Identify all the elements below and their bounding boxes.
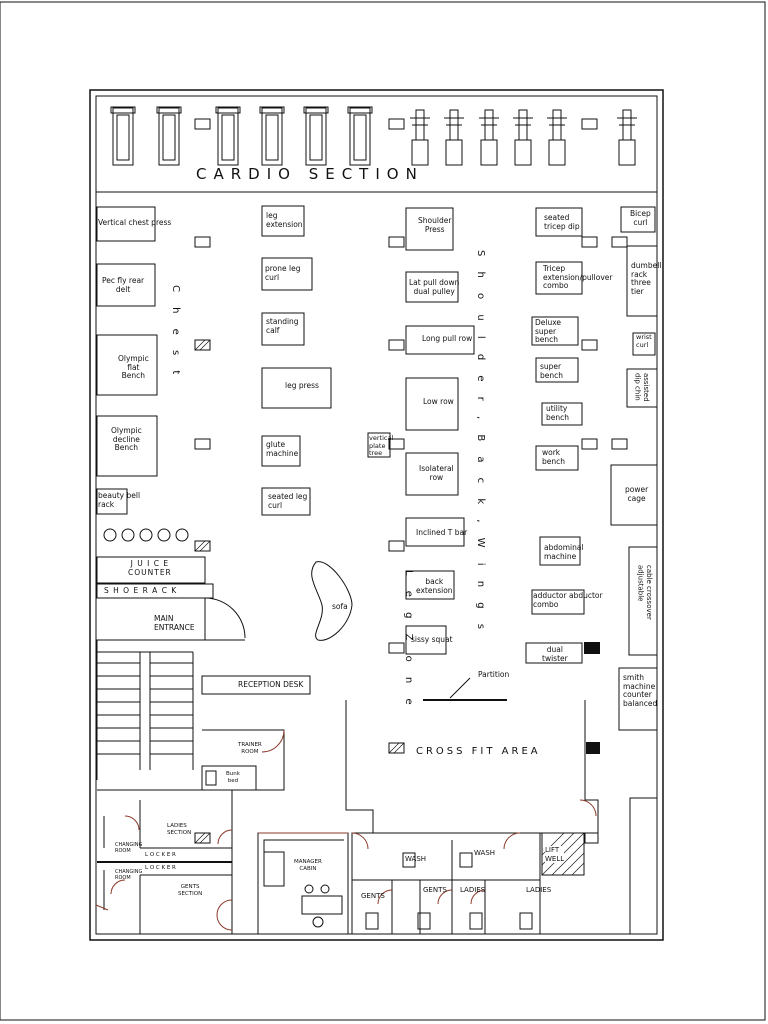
elliptical-1 [410,109,430,166]
elliptical-3 [479,109,499,166]
adductor-abductor-combo: adductor abductor combo [533,591,603,609]
manager-cabin: MANAGER CABIN [294,859,322,872]
shoulder-back-wings-label: S h o u l d e r , B a c k , W i n g s [475,250,486,635]
treadmill-4 [259,106,285,166]
treadmill-6 [347,106,373,166]
leg-zone-label: L e g Z o n e [403,570,414,711]
bunk-bed: Bunk bed [226,771,240,784]
elliptical-2 [444,109,464,166]
lat-pull-down: Lat pull down dual pulley [409,278,460,296]
deluxe-super-bench: Deluxe super bench [535,318,562,344]
changing-room-ladies: CHANGING ROOM [115,842,143,854]
pec-fly: Pec fly rear delt [102,276,145,294]
cardio-box-1 [194,118,211,130]
reception-desk: RECEPTION DESK [238,680,304,689]
cardio-section-title: CARDIO SECTION [196,165,424,183]
trainer-room: TRAINER ROOM [238,742,262,755]
cardio-box-3 [581,118,598,130]
elliptical-5 [547,109,567,166]
inclined-t-bar: Inclined T bar [416,528,468,537]
dumbell-rack-three-tier: dumbell rack three tier [631,261,662,296]
treadmill-5 [303,106,329,166]
gents-section: GENTS SECTION [178,884,203,897]
standing-calf: standing calf [266,317,299,335]
wrist-curl: wrist curl [636,333,652,349]
utility-bench: utility bench [546,404,570,422]
cable-crossover-adjustable: cable crossover adjustable [636,565,654,620]
changing-room-gents: CHANGING ROOM [115,869,143,881]
leg-extension: leg extension [266,211,303,229]
prone-leg-curl: prone leg curl [265,264,301,282]
hatch-lines [194,339,585,876]
lift-well: LIFT WELL [545,846,565,863]
door-swings [95,729,597,931]
treadmill-1 [110,106,136,166]
crossfit-area-label: CROSS FIT AREA [416,746,541,757]
vertical-plate-tree: vertical plate tree [369,434,394,457]
vertical-chest-press: Vertical chest press [98,218,172,227]
locker-row-1: L O C K E R [145,852,176,858]
bicep-curl: Bicep curl [630,209,651,227]
locker-row-2: L O C K E R [145,865,176,871]
isolateral-row: Isolateral row [419,464,454,482]
dual-twister: dual twister [542,645,568,663]
seated-leg-curl: seated leg curl [268,492,308,510]
super-bench: super bench [540,362,564,380]
marker-black-2 [586,742,600,754]
marker-black-1 [584,642,600,654]
olympic-flat-bench: Olympic flat Bench [118,354,149,380]
beauty-bell-rack: beauty bell rack [98,491,141,509]
smith-machine-counter-balanced: smith machine counter balanced [623,673,658,708]
treadmill-3 [215,106,241,166]
power-cage: power cage [625,485,649,503]
glute-machine: glute machine [266,440,299,458]
tricep-extension-pullover: Tricep extension/pullover combo [543,264,613,290]
treadmill-2 [156,106,182,166]
sissy-squat: sissy squat [411,635,453,644]
wash-1: WASH [405,855,427,863]
ladies-section: LADIES SECTION [167,823,192,836]
juice-counter: J U I C E COUNTER [128,559,172,577]
partition-label: Partition [478,670,510,679]
work-bench: work bench [542,448,566,466]
abdominal-machine: abdominal machine [544,543,584,561]
long-pull-row: Long pull row [422,334,473,343]
back-extension: back extension [416,577,453,595]
elliptical-6 [617,109,637,166]
sofa: sofa [332,602,348,611]
olympic-decline-bench: Olympic decline Bench [111,426,142,452]
assisted-dip-chin: assisted dip chin [633,373,651,402]
leg-press: leg press [285,381,319,390]
elliptical-4 [513,109,533,166]
wash-2: WASH [474,849,496,857]
shoe-rack: S H O E R A C K [104,586,178,595]
gents-toilet-2: GENTS [423,886,447,894]
chest-zone-label: C h e s t [170,285,181,381]
outer-wall [89,89,664,941]
shoulder-press: Shoulder Press [418,216,452,234]
ladies-toilet-2: LADIES [526,886,552,894]
gents-toilet-1: GENTS [361,892,385,900]
elliptical-row [410,109,637,166]
equipment-outlines [96,205,658,935]
treadmill-row [110,106,598,166]
main-entrance: MAIN ENTRANCE [154,614,195,632]
ladies-toilet-1: LADIES [460,886,486,894]
seated-tricep-dip: seated tricep dip [544,213,580,231]
low-row: Low row [423,397,454,406]
cardio-box-2 [388,118,405,130]
